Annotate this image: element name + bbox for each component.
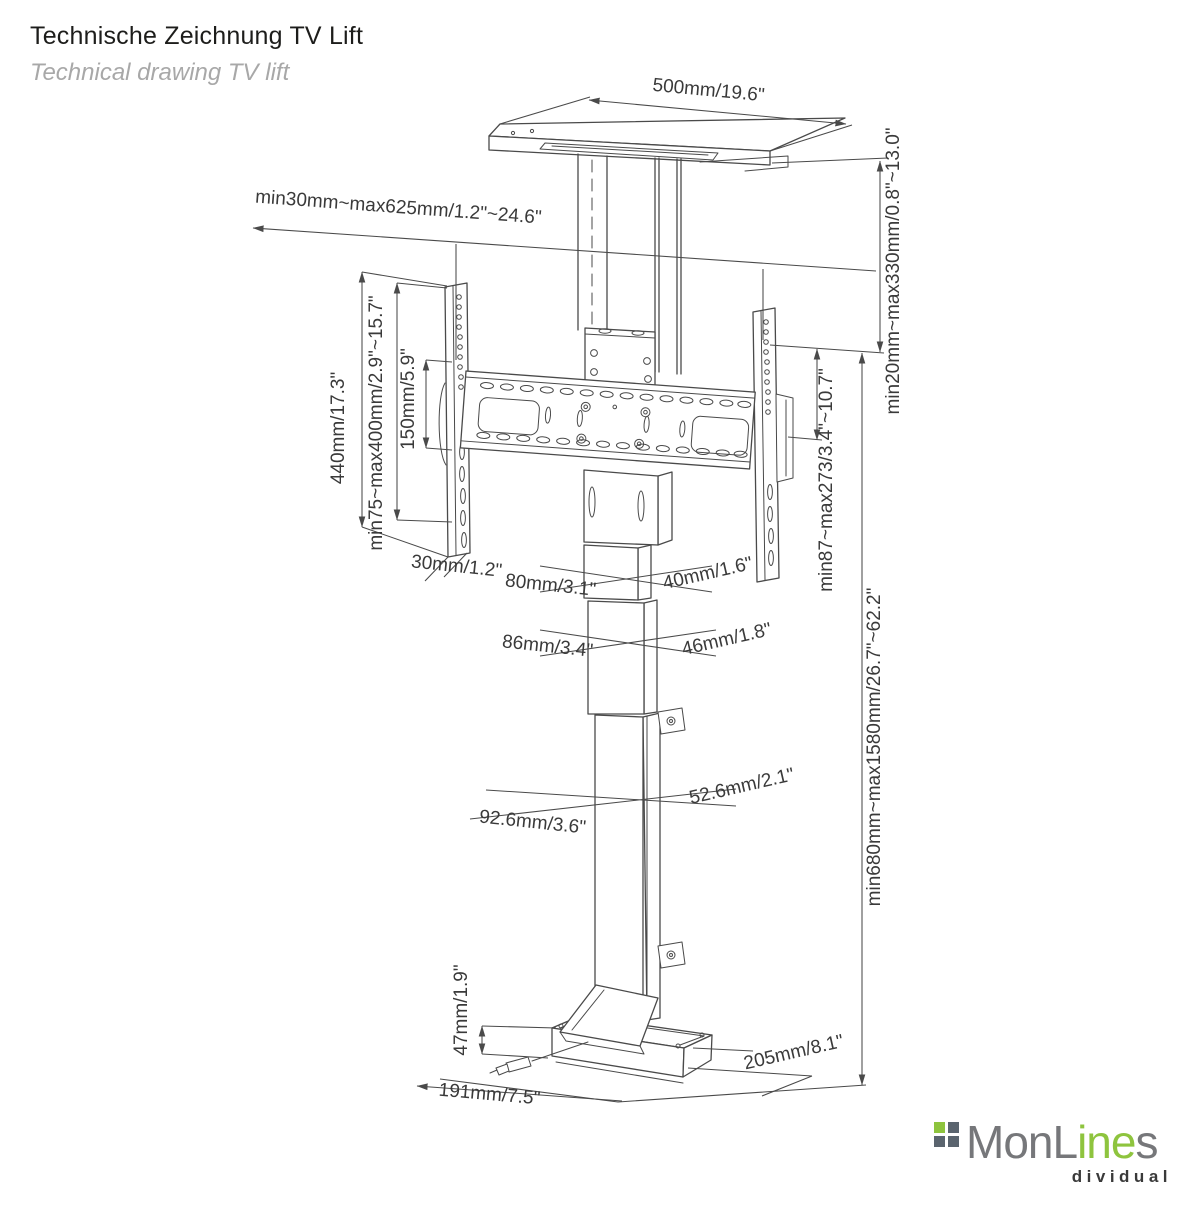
dimension-labels: 500mm/19.6" min30mm~max625mm/1.2"~24.6" … xyxy=(255,75,904,1110)
tv-bracket-crossbar xyxy=(459,370,756,470)
dimension-lines xyxy=(252,96,889,1102)
base-assembly xyxy=(551,984,713,1084)
tube-clips xyxy=(657,707,686,969)
dim-150-label: 150mm/5.9" xyxy=(398,348,419,450)
dim-bracket-range-label: min87~max273/3.4"~10.7" xyxy=(816,368,837,592)
dim-526-label: 52.6mm/2.1" xyxy=(687,764,796,809)
dim-vesa-pattern-label: min75~max400mm/2.9"~15.7" xyxy=(366,295,387,550)
dim-40-label: 40mm/1.6" xyxy=(661,553,755,594)
logo-part-green: ine xyxy=(1077,1116,1135,1168)
dim-30-label: 30mm/1.2" xyxy=(410,551,503,581)
floor-lines xyxy=(439,1047,867,1103)
dim-total-height-label: min680mm~max1580mm/26.7"~62.2" xyxy=(864,588,885,907)
dim-205-label: 205mm/8.1" xyxy=(742,1031,846,1074)
brand-logo: MonLines dividual xyxy=(934,1116,1172,1186)
logo-part-gray2: s xyxy=(1135,1116,1157,1168)
dim-926-label: 92.6mm/3.6" xyxy=(478,806,587,838)
lower-plate xyxy=(583,469,673,546)
dim-shelf-bracket-label: min20mm~max330mm/0.8"~13.0" xyxy=(883,127,904,414)
logo-tagline: dividual xyxy=(1072,1167,1172,1186)
dim-80-label: 80mm/3.1" xyxy=(504,570,597,600)
dim-46-label: 46mm/1.8" xyxy=(680,619,774,660)
header: Technische Zeichnung TV Lift Technical d… xyxy=(30,22,363,87)
dim-191-label: 191mm/7.5" xyxy=(438,1080,541,1110)
dim-top-clearance-label: min30mm~max625mm/1.2"~24.6" xyxy=(255,187,543,229)
lift-columns xyxy=(577,153,682,375)
vesa-rail-right xyxy=(752,307,794,583)
dim-vesa-height-label: 440mm/17.3" xyxy=(328,372,349,484)
page-subtitle: Technical drawing TV lift xyxy=(30,59,290,86)
logo-wordmark: MonLines xyxy=(966,1116,1157,1168)
page-title: Technische Zeichnung TV Lift xyxy=(30,22,364,50)
dim-47-label: 47mm/1.9" xyxy=(451,964,472,1055)
logo-squares-icon xyxy=(934,1122,959,1147)
logo-part-gray1: MonL xyxy=(966,1116,1077,1168)
dim-top-width-label: 500mm/19.6" xyxy=(652,75,766,106)
vesa-rail-left xyxy=(438,282,471,558)
telescopic-tubes xyxy=(583,544,661,1023)
